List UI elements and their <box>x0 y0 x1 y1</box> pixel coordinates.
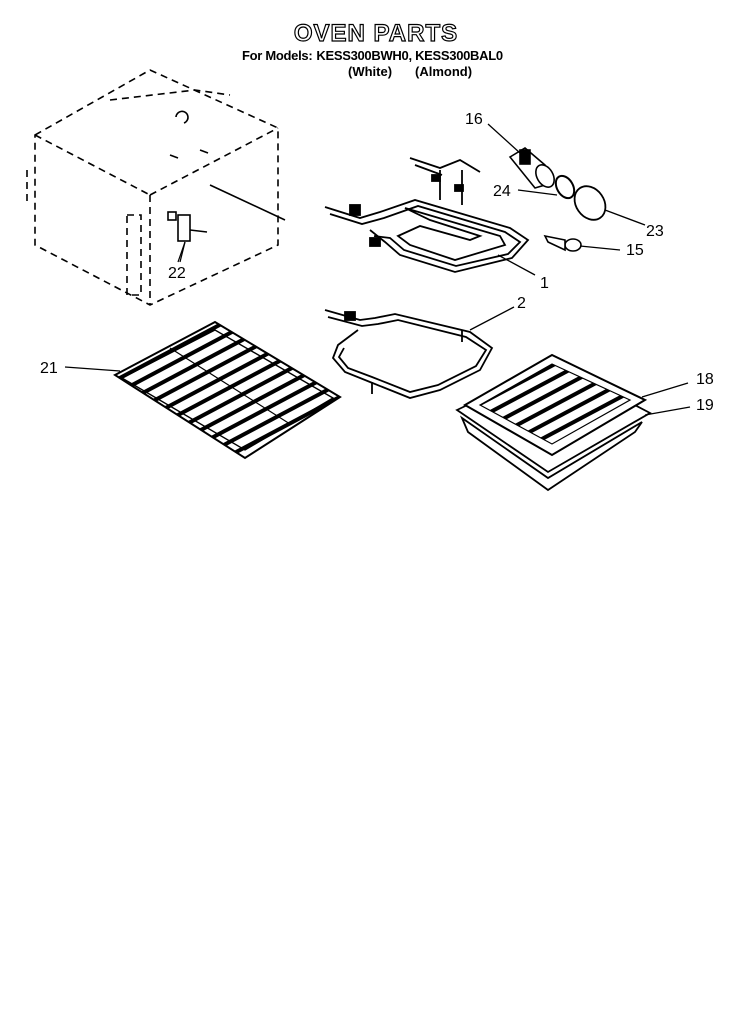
part-16-lamp-socket <box>508 147 555 189</box>
part-2-bake-element <box>324 309 494 399</box>
callout-21: 21 <box>40 360 58 377</box>
callout-18: 18 <box>696 371 714 388</box>
callout-19: 19 <box>696 397 714 414</box>
part-1-broil-element <box>324 157 530 273</box>
part-23-lens <box>573 185 607 221</box>
callout-leaders <box>64 123 691 416</box>
part-21-oven-rack <box>113 320 342 460</box>
part-18-broil-grid <box>462 353 648 457</box>
model-numbers: For Models:KESS300BWH0, KESS300BAL0 <box>242 48 503 63</box>
part-22-bracket <box>167 211 208 263</box>
callout-24: 24 <box>493 183 511 200</box>
callout-2: 2 <box>517 295 526 312</box>
part-15-bulb <box>543 234 582 252</box>
callout-16: 16 <box>465 111 483 128</box>
callout-15: 15 <box>626 242 644 259</box>
callout-22: 22 <box>168 265 186 282</box>
diagram-title: OVEN PARTS <box>293 19 459 47</box>
oven-vent-icon <box>169 110 209 159</box>
models-prefix: For Models: <box>242 48 313 63</box>
models-list: KESS300BWH0, KESS300BAL0 <box>316 48 503 63</box>
callout-23: 23 <box>646 223 664 240</box>
variant-white: (White) <box>348 64 393 79</box>
part-24-gasket <box>554 174 576 200</box>
callout-1: 1 <box>540 275 549 292</box>
oven-cavity <box>26 69 286 306</box>
variant-almond: (Almond) <box>415 64 473 79</box>
